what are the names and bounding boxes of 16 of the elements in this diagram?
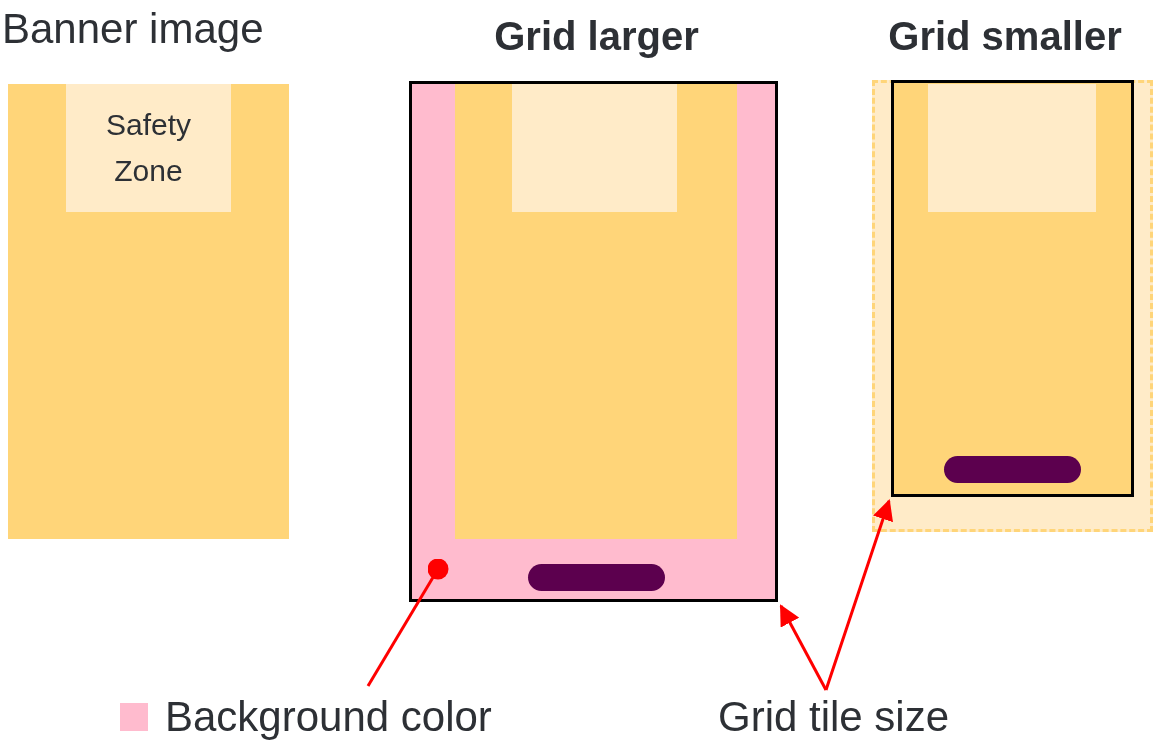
safety-zone bbox=[512, 84, 677, 212]
zone-label: Safety Zone bbox=[104, 107, 193, 189]
label-text: Grid tile size bbox=[718, 692, 950, 742]
label-text: Background color bbox=[165, 692, 492, 742]
safety-zone bbox=[928, 84, 1096, 212]
heading: Grid smaller bbox=[887, 13, 1123, 60]
pill-bar bbox=[528, 564, 665, 591]
arrow bbox=[779, 604, 828, 691]
safety-zone bbox=[66, 84, 231, 212]
leader-line bbox=[366, 558, 449, 687]
arrow bbox=[824, 499, 893, 691]
grid-tile bbox=[891, 80, 1134, 497]
heading: Banner image bbox=[2, 4, 265, 54]
heading: Grid larger bbox=[493, 13, 700, 60]
pill-bar bbox=[944, 456, 1081, 483]
banner-image bbox=[455, 84, 737, 539]
